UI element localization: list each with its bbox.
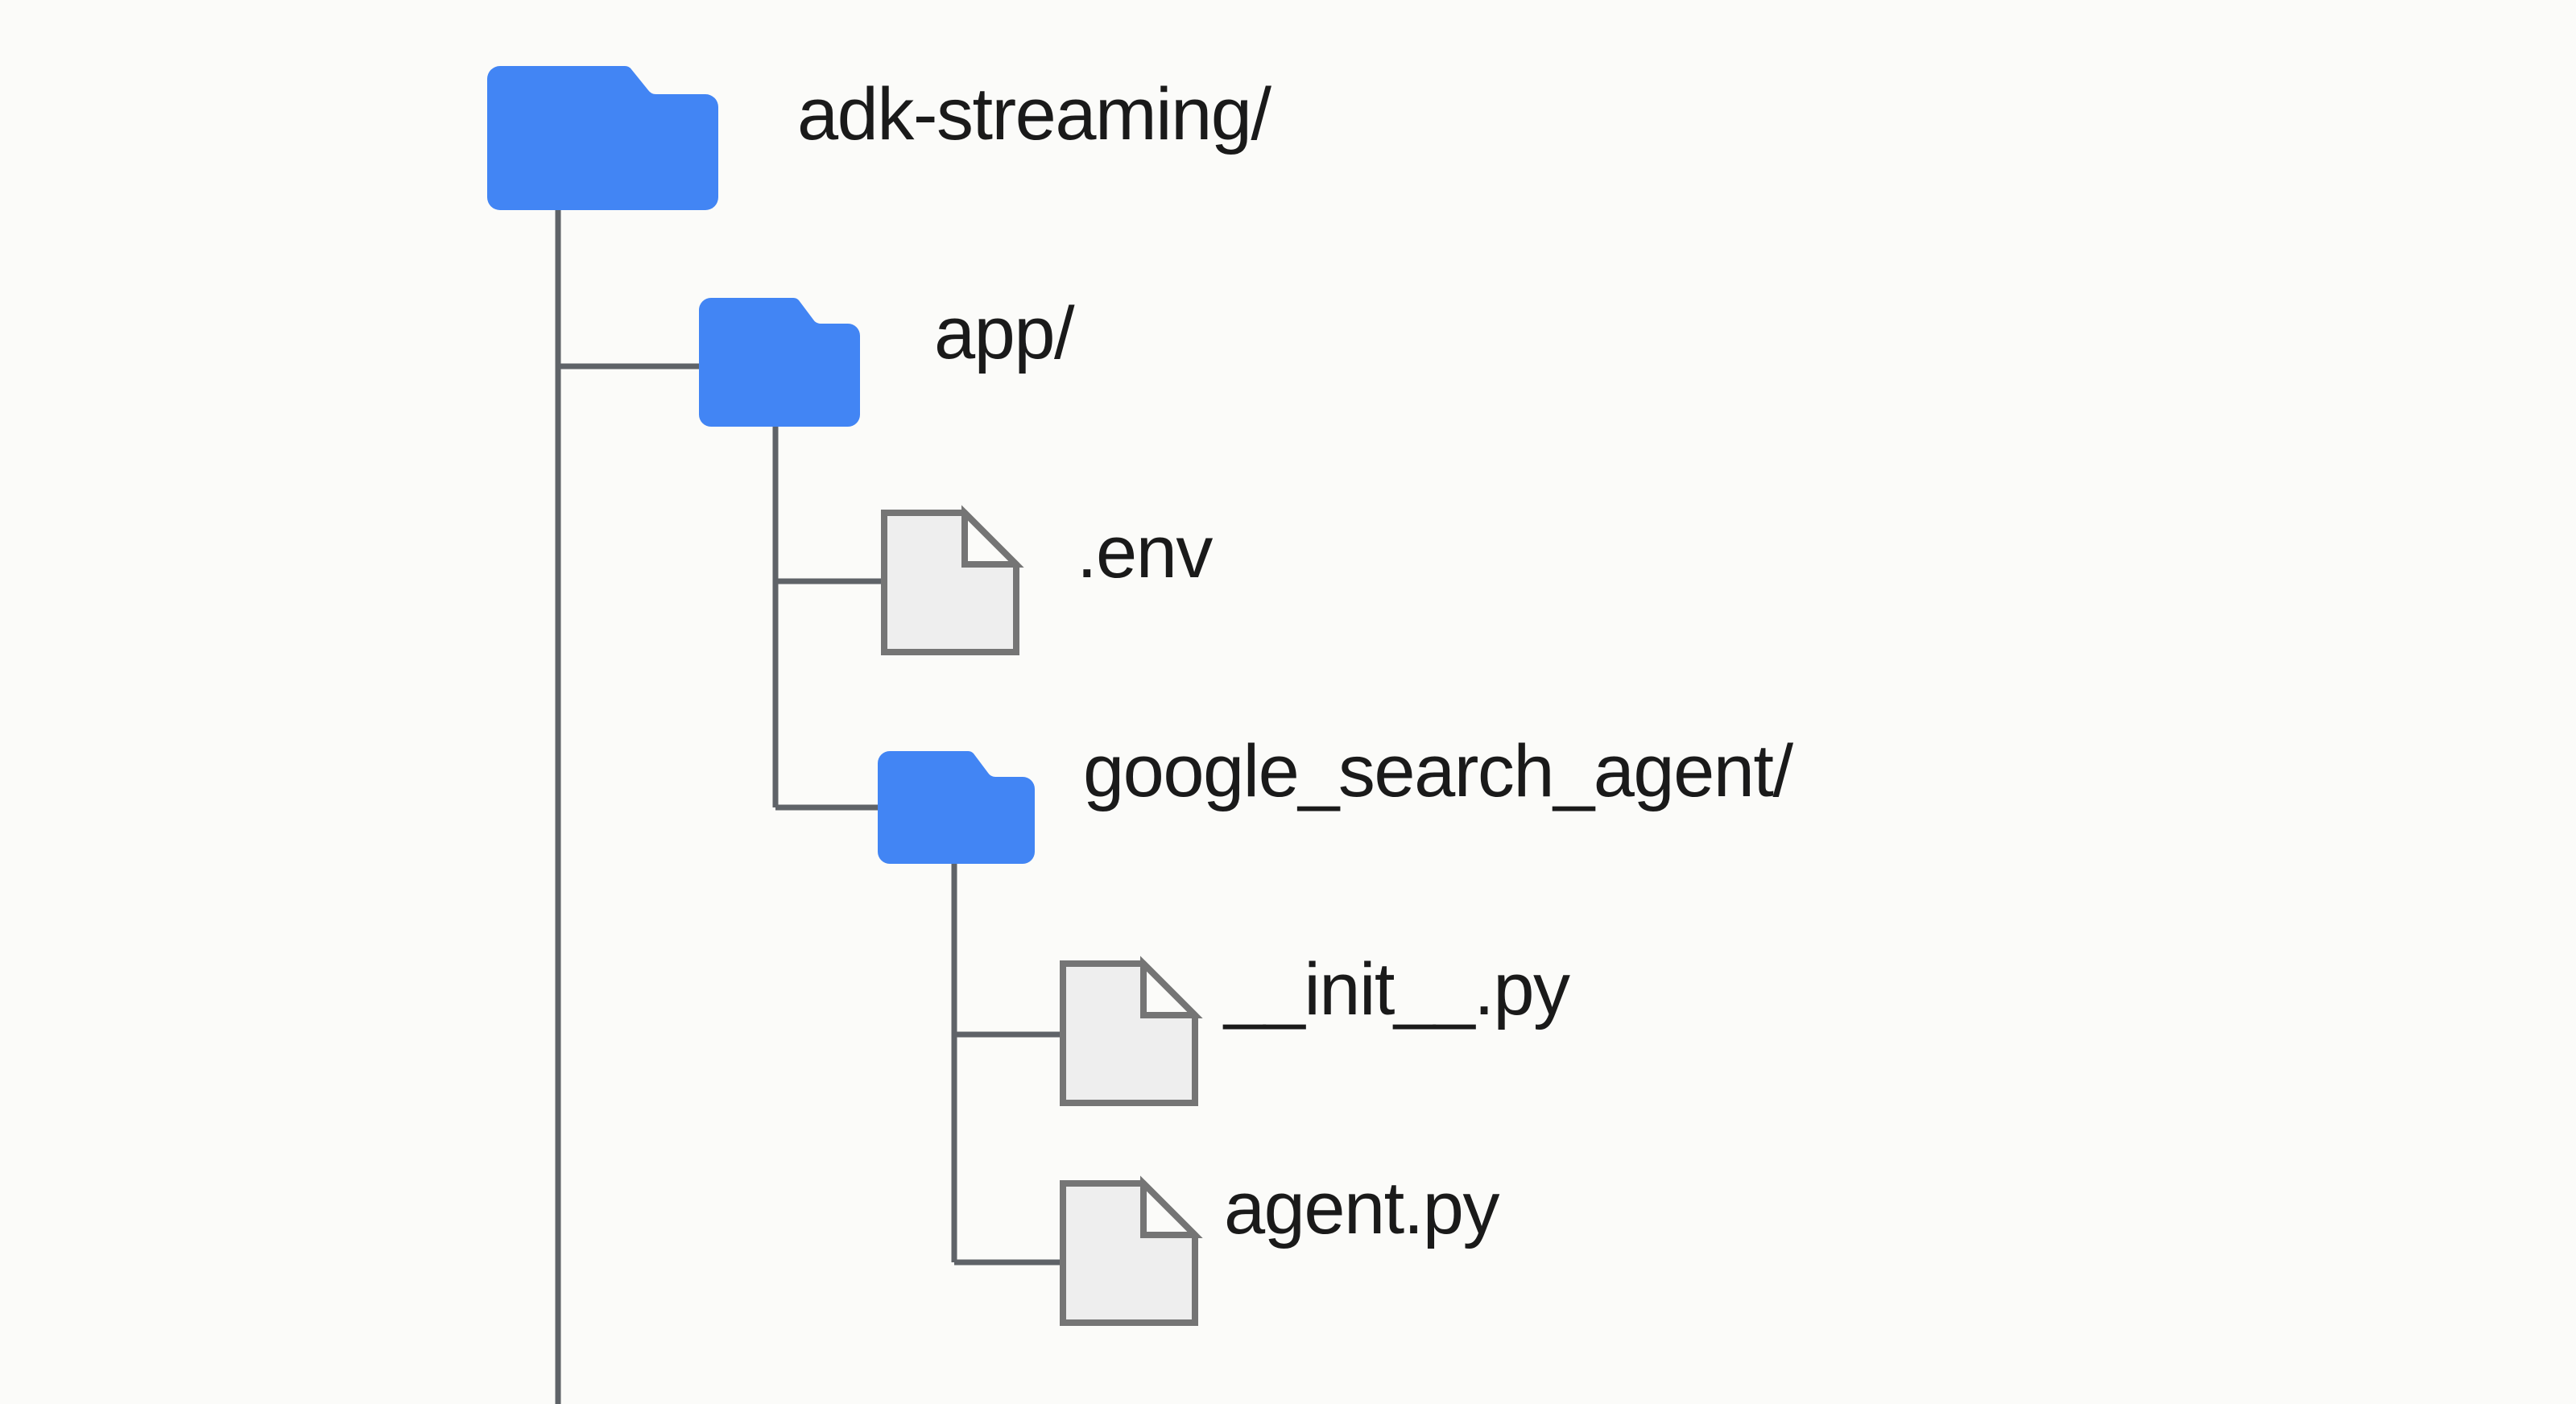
file-icon: [1060, 960, 1198, 1106]
node-label-init-py: __init__.py: [1224, 948, 1570, 1030]
folder-icon: [487, 66, 718, 210]
file-icon-fold: [1140, 956, 1203, 1018]
folder-icon: [699, 297, 860, 427]
node-label-agent-py: agent.py: [1224, 1167, 1499, 1249]
node-label-adk-streaming: adk-streaming/: [797, 73, 1271, 155]
file-icon: [1060, 1180, 1198, 1326]
file-icon-fold: [961, 505, 1024, 568]
folder-icon: [878, 750, 1035, 864]
node-label-env: .env: [1077, 511, 1213, 593]
connector-lines: [555, 208, 1063, 1404]
file-icon: [881, 510, 1019, 655]
node-label-google-search-agent: google_search_agent/: [1083, 730, 1793, 812]
node-label-app: app/: [934, 292, 1075, 374]
file-icon-fold: [1140, 1175, 1203, 1238]
